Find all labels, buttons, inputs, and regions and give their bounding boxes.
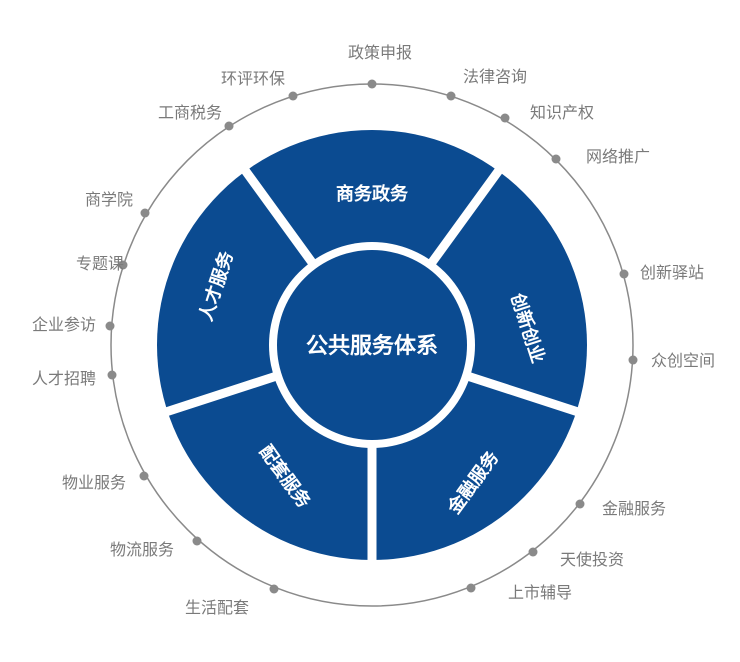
outer-item-label: 专题课 bbox=[76, 254, 124, 273]
ring-dot bbox=[139, 471, 149, 481]
ring-dot bbox=[619, 269, 629, 279]
center-title: 公共服务体系 bbox=[306, 334, 438, 359]
hub bbox=[277, 250, 467, 440]
outer-item-label: 天使投资 bbox=[560, 550, 624, 569]
outer-item-label: 知识产权 bbox=[530, 103, 594, 122]
outer-item-label: 金融服务 bbox=[602, 499, 666, 518]
ring-dot bbox=[367, 79, 377, 89]
segment-divider bbox=[424, 162, 507, 271]
ring-dot bbox=[140, 208, 150, 218]
outer-item-label: 法律咨询 bbox=[463, 67, 527, 86]
outer-item-label: 网络推广 bbox=[586, 147, 650, 166]
outer-item-label: 人才招聘 bbox=[32, 369, 96, 388]
ring-dot bbox=[628, 355, 638, 365]
segment-divider bbox=[159, 370, 284, 418]
ring-dot bbox=[192, 536, 202, 546]
outer-item-label: 工商税务 bbox=[158, 103, 222, 122]
ring-dot bbox=[288, 91, 298, 101]
outer-item-label: 众创空间 bbox=[651, 351, 715, 370]
segment-label-business: 商务政务 bbox=[336, 183, 409, 205]
ring-dot bbox=[528, 547, 538, 557]
ring-dot bbox=[118, 260, 128, 270]
outer-item-label: 企业参访 bbox=[32, 315, 96, 334]
ring-dot bbox=[551, 154, 561, 164]
ring-dot bbox=[446, 91, 456, 101]
outer-item-label: 商学院 bbox=[85, 190, 133, 209]
outer-item-label: 政策申报 bbox=[348, 43, 412, 62]
outer-item-label: 上市辅导 bbox=[508, 583, 572, 602]
ring-dot bbox=[107, 370, 117, 380]
segment-divider bbox=[237, 162, 320, 271]
ring-dot bbox=[500, 113, 510, 123]
ring-dot bbox=[105, 321, 115, 331]
ring-dot bbox=[575, 499, 585, 509]
outer-item-label: 生活配套 bbox=[185, 598, 249, 617]
ring-dot bbox=[466, 583, 476, 593]
outer-item-label: 创新驿站 bbox=[640, 263, 704, 282]
ring-dot bbox=[224, 121, 234, 131]
outer-item-label: 物业服务 bbox=[62, 473, 126, 492]
outer-item-label: 物流服务 bbox=[110, 540, 174, 559]
outer-item-label: 环评环保 bbox=[221, 69, 285, 88]
segment-divider bbox=[460, 370, 585, 418]
ring-dot bbox=[269, 584, 279, 594]
